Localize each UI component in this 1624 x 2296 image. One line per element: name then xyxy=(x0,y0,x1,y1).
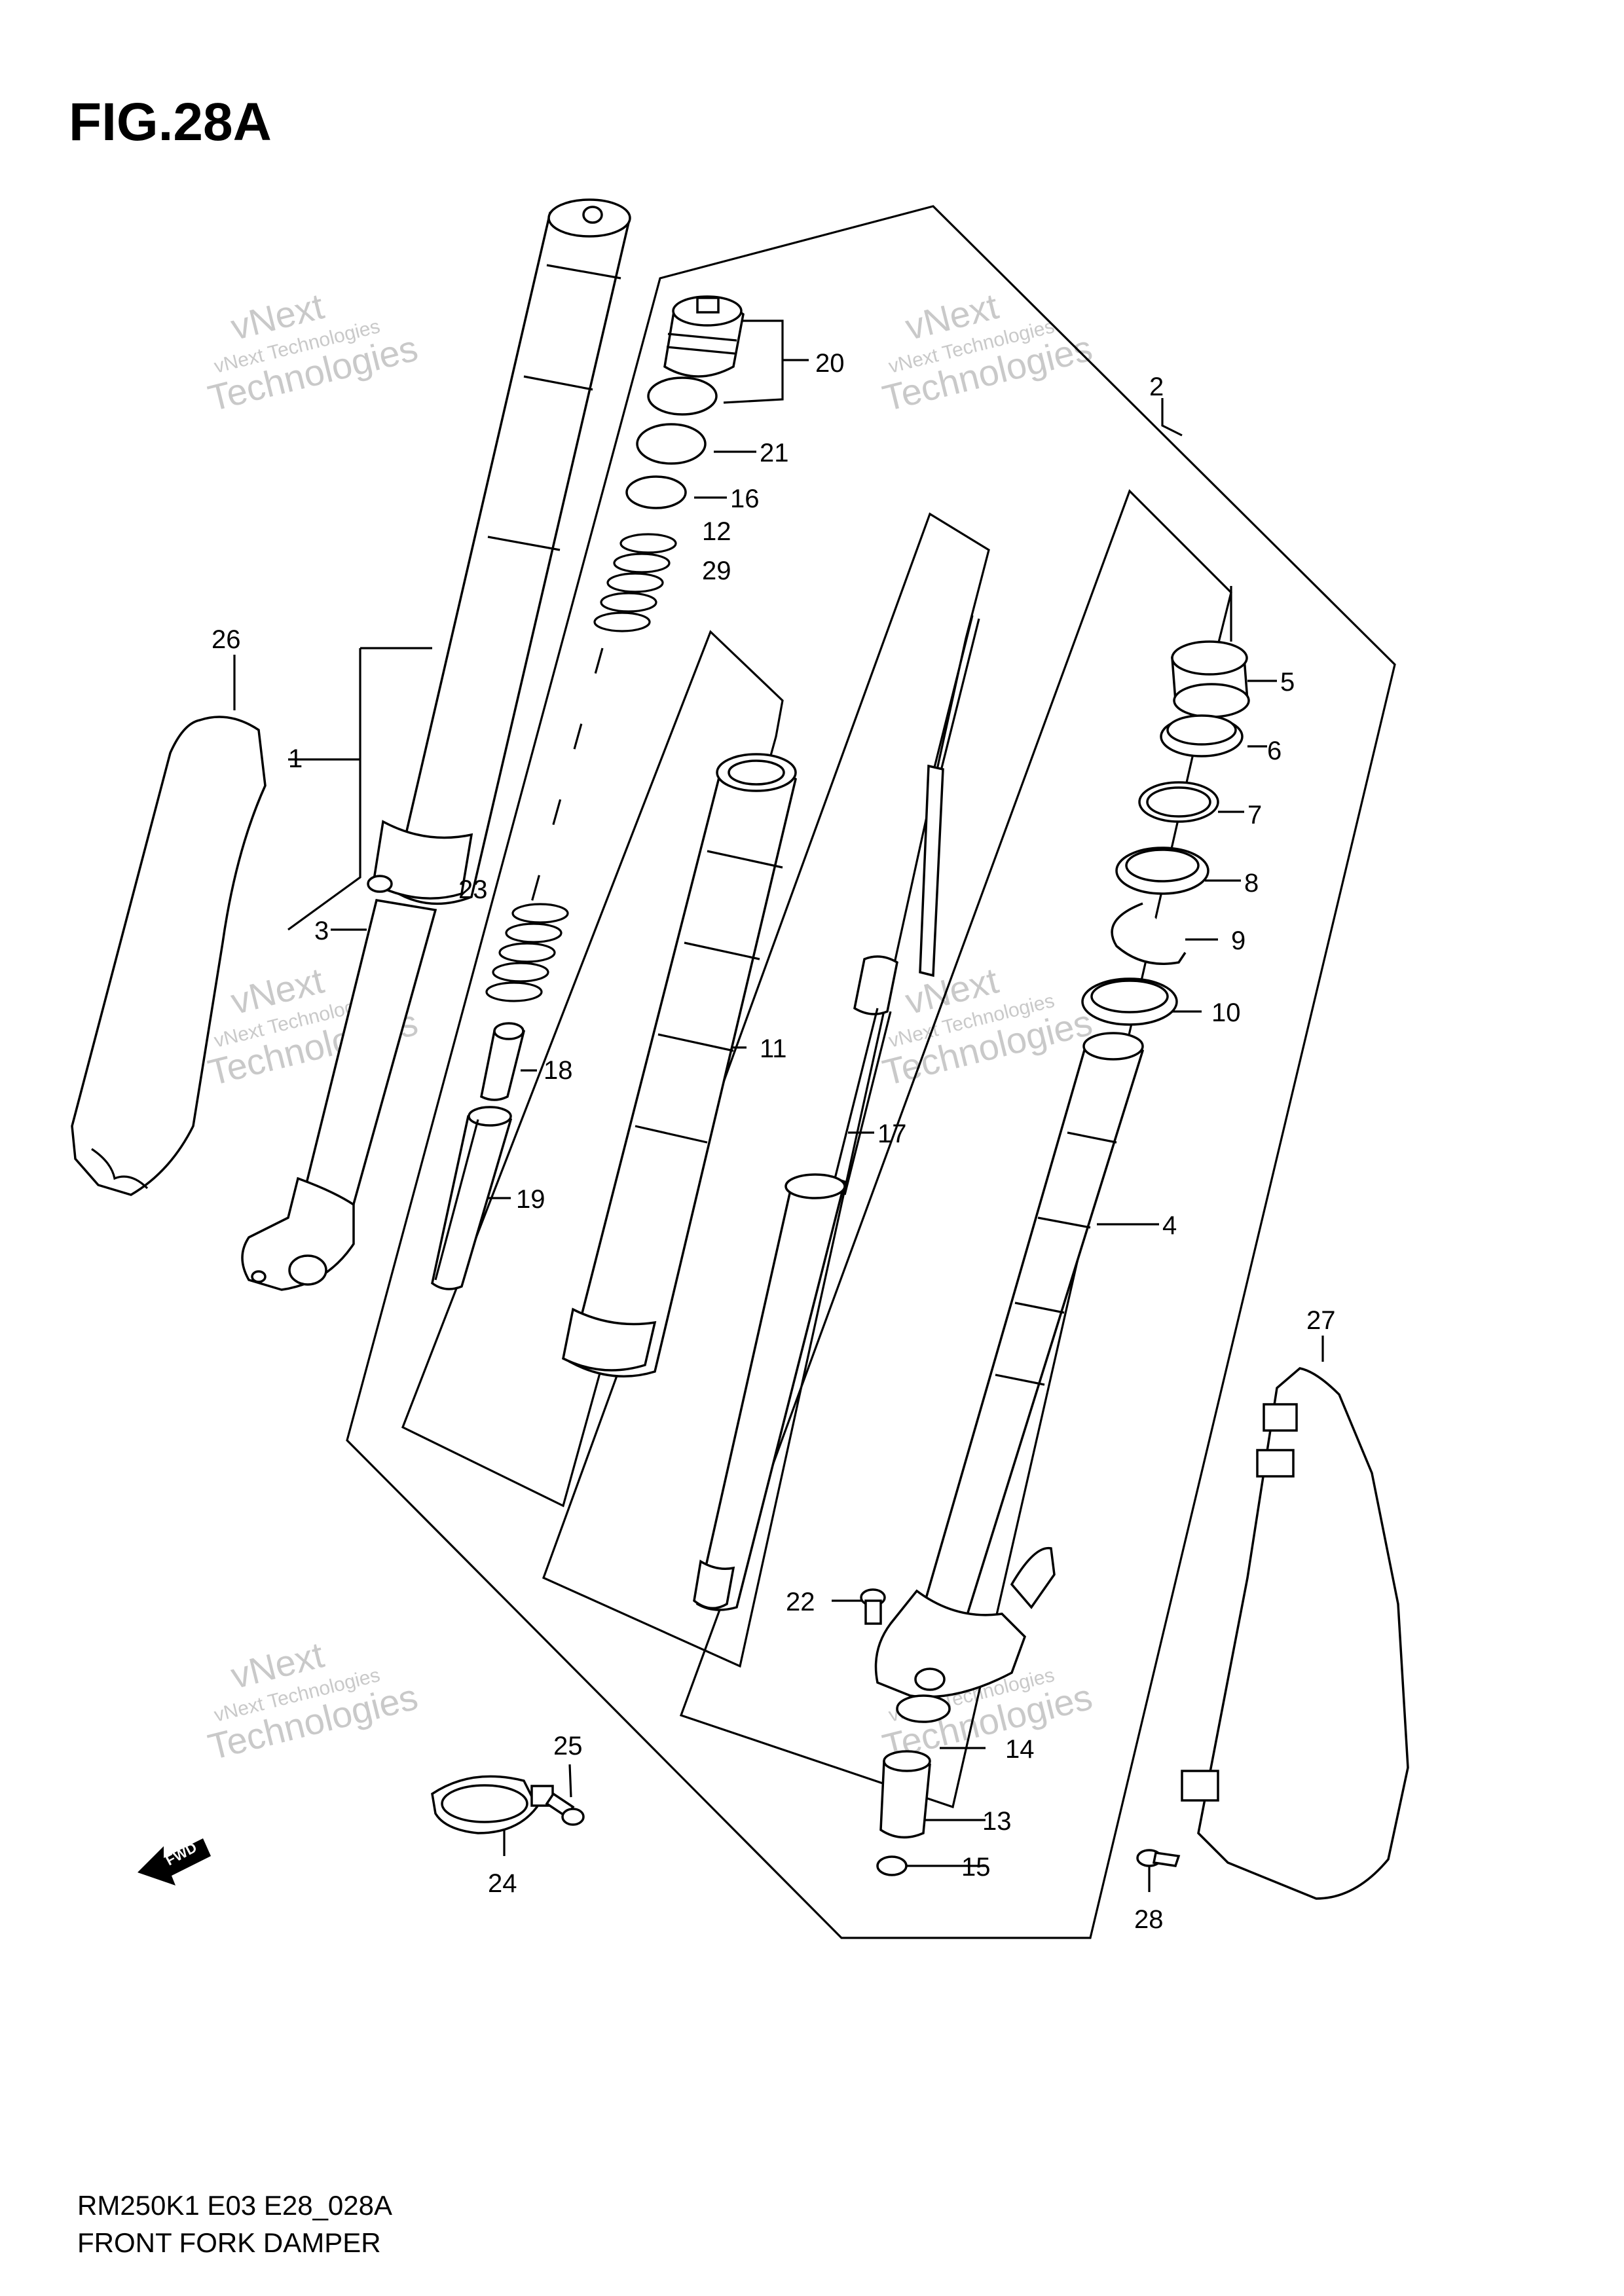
bolt-25 xyxy=(545,1792,585,1826)
fork-guard-left xyxy=(71,716,267,1196)
callout-15: 15 xyxy=(961,1853,991,1882)
slide-collar-19 xyxy=(431,1106,513,1290)
figure-id: FIG.28A xyxy=(69,92,272,152)
callout-10: 10 xyxy=(1211,998,1241,1027)
gasket-15 xyxy=(876,1855,908,1876)
callout-3: 3 xyxy=(314,917,329,945)
callout-28: 28 xyxy=(1134,1905,1164,1934)
callout-9: 9 xyxy=(1231,926,1246,955)
inner-cylinder-11 xyxy=(562,753,797,1377)
callout-29: 29 xyxy=(702,556,731,585)
fork-clamp-24 xyxy=(431,1775,554,1834)
callout-22: 22 xyxy=(786,1588,815,1616)
base-valve-13 xyxy=(879,1750,931,1839)
washer-21 xyxy=(636,423,707,465)
stopper-ring-9 xyxy=(1111,902,1187,965)
fork-guard-right xyxy=(1181,1367,1409,1900)
washer-16 xyxy=(625,475,687,509)
callout-2: 2 xyxy=(1149,373,1164,401)
oil-seal-7-inner xyxy=(1146,786,1211,818)
forward-arrow-icon: FWD xyxy=(138,1838,211,1886)
bolt-28 xyxy=(1136,1849,1181,1867)
callout-7: 7 xyxy=(1247,801,1262,829)
spring-lower xyxy=(485,903,569,1002)
callout-20: 20 xyxy=(815,349,845,378)
spring-upper xyxy=(593,533,677,632)
outer-tube xyxy=(367,198,631,905)
callout-1: 1 xyxy=(288,744,303,773)
callout-13: 13 xyxy=(982,1807,1012,1836)
leader-lines xyxy=(233,319,1324,1892)
spring-break-line xyxy=(529,647,604,907)
callout-25: 25 xyxy=(553,1732,583,1760)
callout-11: 11 xyxy=(760,1034,787,1063)
model-code: RM250K1 E03 E28_028A xyxy=(77,2190,393,2221)
callout-6: 6 xyxy=(1267,737,1282,765)
callout-12: 12 xyxy=(702,517,731,546)
dust-seal-10 xyxy=(1081,977,1178,1026)
callout-24: 24 xyxy=(488,1869,517,1898)
bolt-22 xyxy=(860,1588,886,1625)
callout-labels: 2 20 21 16 12 29 26 1 3 23 5 6 7 8 9 10 … xyxy=(212,349,1336,1934)
guide-bushing-6 xyxy=(1160,714,1244,757)
callout-5: 5 xyxy=(1280,668,1295,697)
callout-27: 27 xyxy=(1306,1306,1336,1335)
callout-4: 4 xyxy=(1162,1211,1177,1240)
oil-seal-8 xyxy=(1115,847,1209,895)
callout-16: 16 xyxy=(730,484,760,513)
slide-bushing-5 xyxy=(1171,640,1250,718)
callout-23: 23 xyxy=(458,875,488,904)
spacer-18 xyxy=(480,1022,526,1101)
callout-21: 21 xyxy=(760,439,789,467)
diagram-title: FRONT FORK DAMPER xyxy=(77,2227,381,2258)
inner-tube-4 xyxy=(874,1032,1145,1698)
lower-leg xyxy=(241,899,437,1291)
o-ring-20 xyxy=(647,376,718,416)
callout-19: 19 xyxy=(516,1185,545,1214)
callout-26: 26 xyxy=(212,625,241,654)
inner-panel-cylinder xyxy=(542,512,990,1668)
callout-8: 8 xyxy=(1244,869,1259,898)
callout-18: 18 xyxy=(544,1056,573,1085)
fork-cap-bolt xyxy=(663,295,745,378)
gasket-14 xyxy=(896,1694,951,1723)
callout-14: 14 xyxy=(1005,1735,1035,1764)
group-frame-2 xyxy=(346,205,1396,1939)
damper-rod-17 xyxy=(693,615,980,1611)
callout-17: 17 xyxy=(877,1120,907,1148)
